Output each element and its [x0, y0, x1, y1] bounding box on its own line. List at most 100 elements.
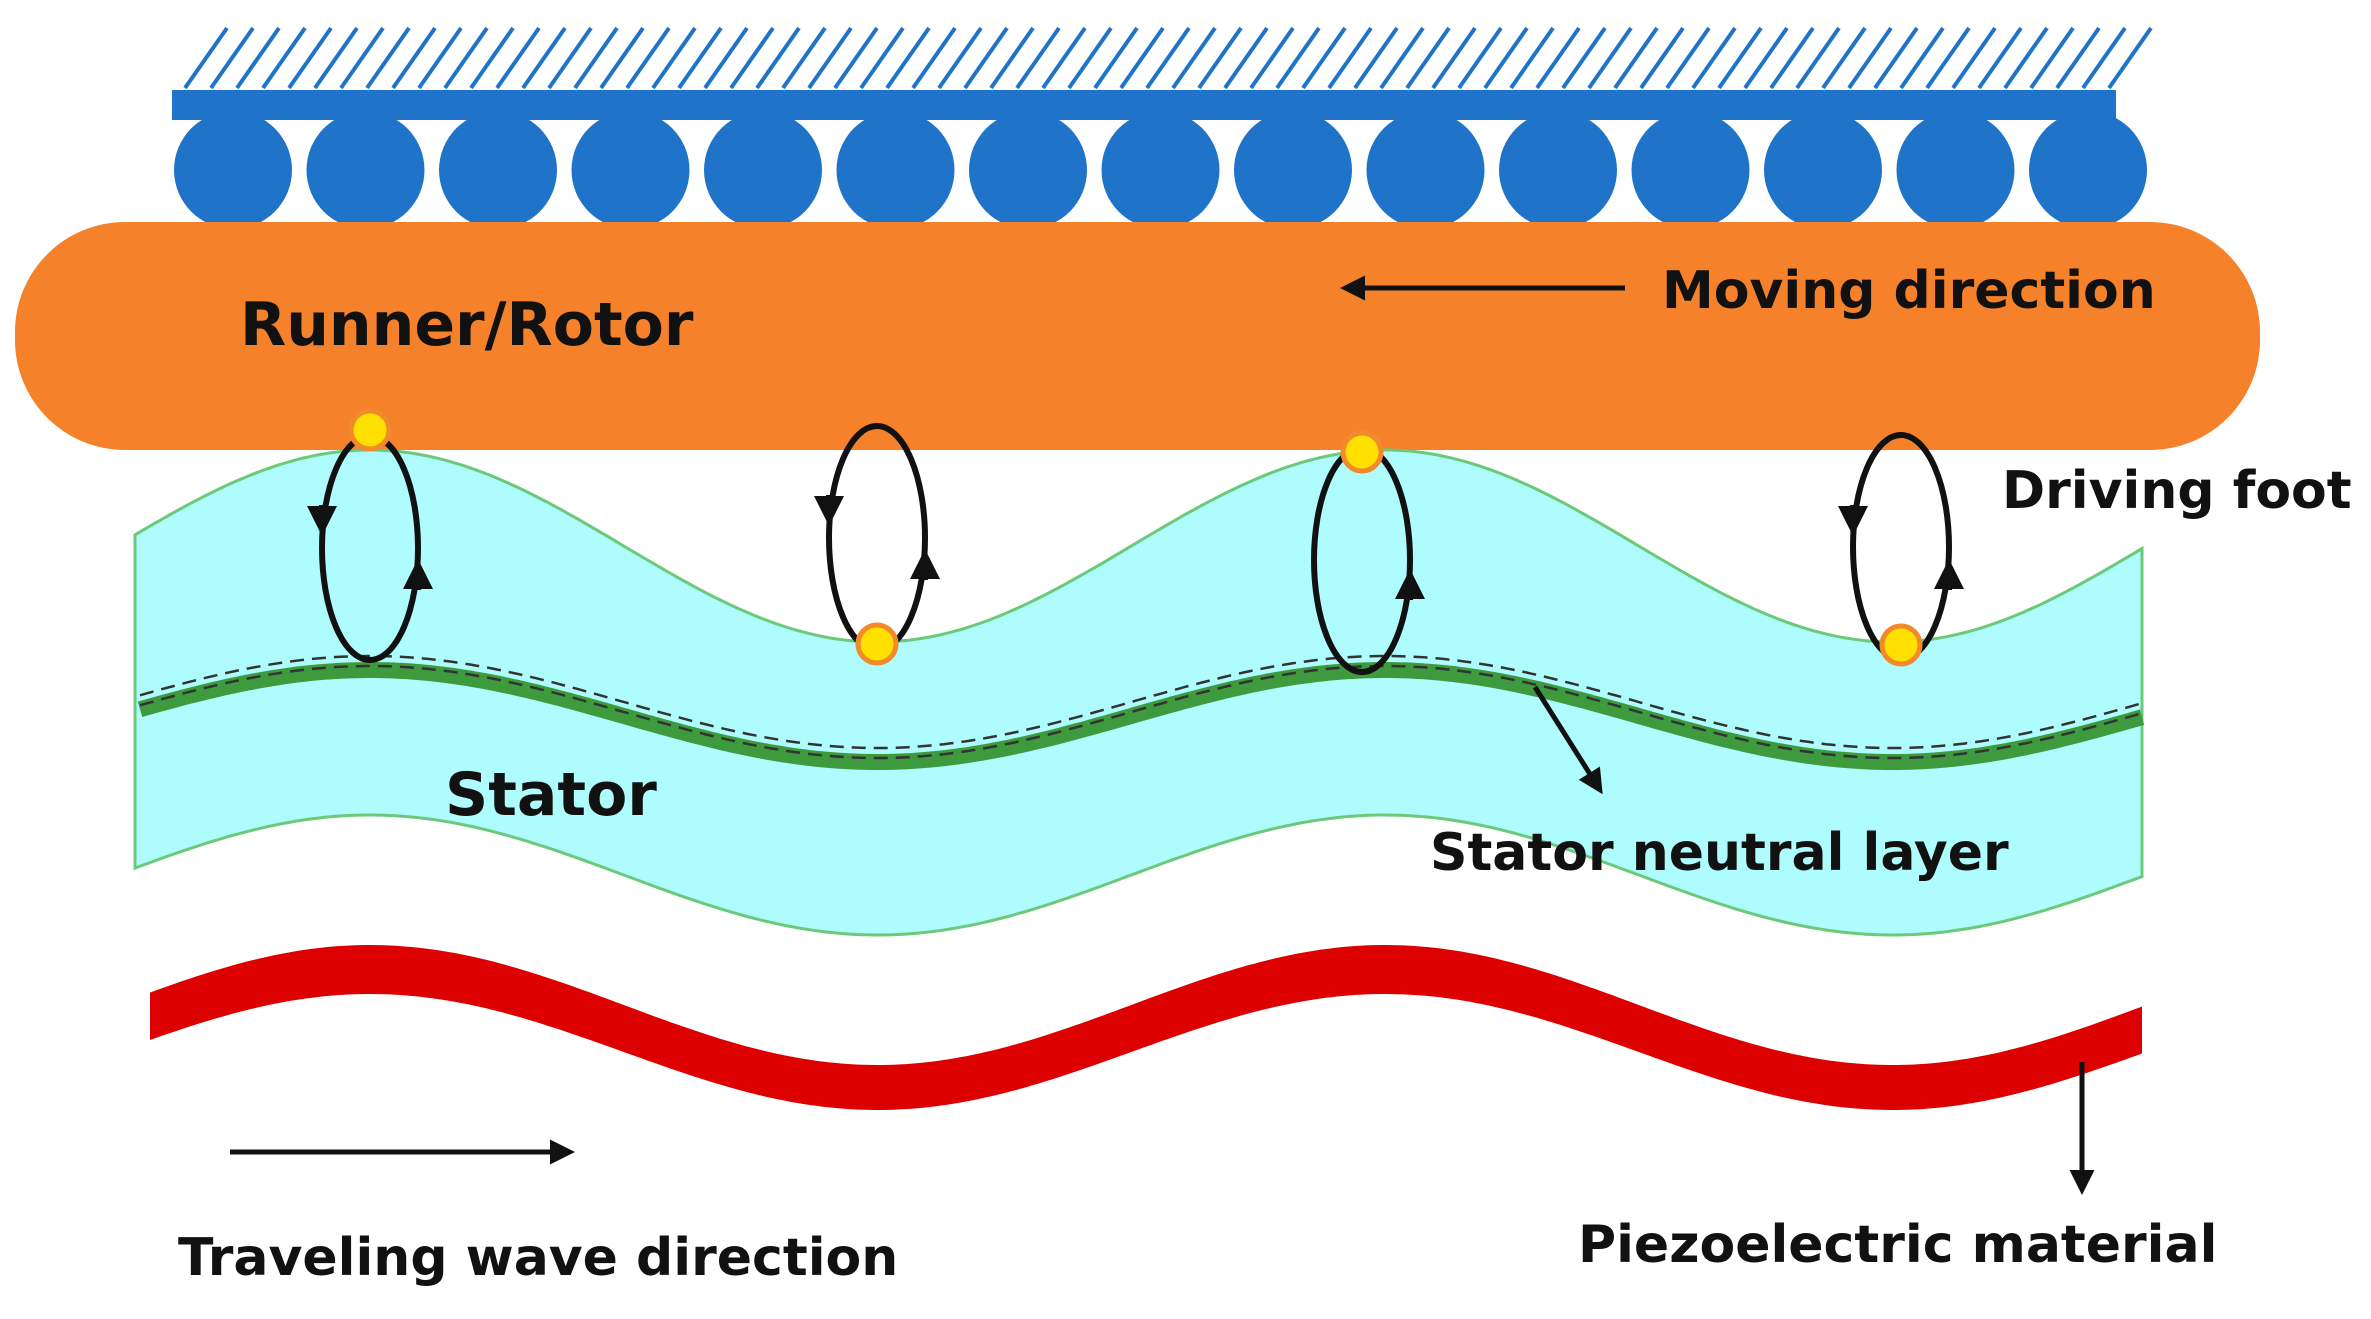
bearing-ball: [571, 111, 690, 229]
hatch-line: [1795, 26, 1841, 90]
bearing-ball: [1631, 111, 1750, 229]
hatch-line: [183, 26, 229, 90]
stator-neutral-layer-dash-lower: [139, 664, 2143, 760]
hatch-line: [1171, 26, 1217, 90]
bearing-ball: [1101, 111, 1220, 229]
piezoelectric-material-label: Piezoelectric material: [1578, 1215, 2217, 1275]
moving-direction-label: Moving direction: [1662, 261, 2156, 321]
hatch-line: [1119, 26, 1165, 90]
hatch-line: [1301, 26, 1347, 90]
stator-neutral-layer-band: [137, 662, 2145, 770]
hatch-line: [755, 26, 801, 90]
hatch-line: [599, 26, 645, 90]
hatch-line: [1769, 26, 1815, 90]
bearing-balls: [174, 111, 2147, 229]
bearing-ball: [2029, 111, 2147, 229]
hatch-line: [1041, 26, 1087, 90]
hatch-line: [1899, 26, 1945, 90]
rotor-label: Runner/Rotor: [240, 290, 694, 360]
hatch-line: [1197, 26, 1243, 90]
hatch-line: [1509, 26, 1555, 90]
hatch-line: [989, 26, 1035, 90]
hatch-line: [339, 26, 385, 90]
hatch-line: [1613, 26, 1659, 90]
hatch-line: [1457, 26, 1503, 90]
hatch-line: [1977, 26, 2023, 90]
hatch-line: [677, 26, 723, 90]
bearing-ball: [704, 111, 822, 229]
hatch-line: [365, 26, 411, 90]
bearing-ball: [174, 111, 292, 229]
hatch-line: [495, 26, 541, 90]
hatch-line: [1587, 26, 1633, 90]
bearing-ball: [969, 111, 1087, 229]
stator-body: [133, 448, 2144, 937]
stator-neutral-layer-dash-upper: [139, 654, 2143, 750]
bearing-ball: [1764, 111, 1882, 229]
hatch-line: [781, 26, 827, 90]
hatch-line: [1067, 26, 1113, 90]
hatch-line: [651, 26, 697, 90]
hatch-line: [1327, 26, 1373, 90]
hatch-line: [521, 26, 567, 90]
hatch-line: [573, 26, 619, 90]
hatch-line: [1535, 26, 1581, 90]
hatch-line: [1665, 26, 1711, 90]
hatch-line: [1951, 26, 1997, 90]
traveling-wave-direction-label: Traveling wave direction: [178, 1228, 898, 1288]
hatch-line: [703, 26, 749, 90]
hatch-line: [2107, 26, 2153, 90]
bearing-ball: [1896, 111, 2015, 229]
hatch-line: [209, 26, 255, 90]
hatch-line: [2003, 26, 2049, 90]
hatch-line: [287, 26, 333, 90]
driving-foot-2: [855, 622, 899, 666]
hatch-line: [911, 26, 957, 90]
driving-foot-3: [1340, 430, 1384, 474]
hatch-line: [2055, 26, 2101, 90]
rotor-body: [15, 222, 2260, 450]
hatch-line: [417, 26, 463, 90]
hatch-line: [1717, 26, 1763, 90]
hatch-line: [1015, 26, 1061, 90]
stator-neutral-layer-label: Stator neutral layer: [1430, 823, 2009, 883]
elliptical-motion-2: [814, 423, 940, 653]
hatch-line: [807, 26, 853, 90]
hatch-line: [1925, 26, 1971, 90]
hatch-line: [1431, 26, 1477, 90]
hatch-line: [1405, 26, 1451, 90]
hatch-line: [1691, 26, 1737, 90]
hatch-line: [1223, 26, 1269, 90]
hatch-line: [2081, 26, 2127, 90]
piezoelectric-layer: [150, 945, 2142, 1110]
driving-foot-4: [1879, 623, 1923, 667]
bearing-ball: [1366, 111, 1485, 229]
hatch-line: [1743, 26, 1789, 90]
hatch-line: [729, 26, 775, 90]
hatch-line: [1639, 26, 1685, 90]
hatch-line: [469, 26, 515, 90]
hatch-line: [963, 26, 1009, 90]
hatch-line: [1275, 26, 1321, 90]
hatch-line: [235, 26, 281, 90]
hatch-line: [1249, 26, 1295, 90]
hatch-line: [1483, 26, 1529, 90]
hatch-line: [937, 26, 983, 90]
hatch-line: [1093, 26, 1139, 90]
hatch-line: [1145, 26, 1191, 90]
hatch-line: [547, 26, 593, 90]
hatch-line: [859, 26, 905, 90]
hatch-line: [625, 26, 671, 90]
driving-foot-1: [348, 408, 392, 452]
hatch-line: [2029, 26, 2075, 90]
bearing-ball: [439, 111, 557, 229]
hatch-line: [833, 26, 879, 90]
hatch-line: [313, 26, 359, 90]
hatch-line: [261, 26, 307, 90]
bearing-ball: [306, 111, 425, 229]
ground-hatching: [183, 26, 2153, 90]
hatch-line: [1873, 26, 1919, 90]
hatch-line: [443, 26, 489, 90]
bearing-ball: [1234, 111, 1352, 229]
